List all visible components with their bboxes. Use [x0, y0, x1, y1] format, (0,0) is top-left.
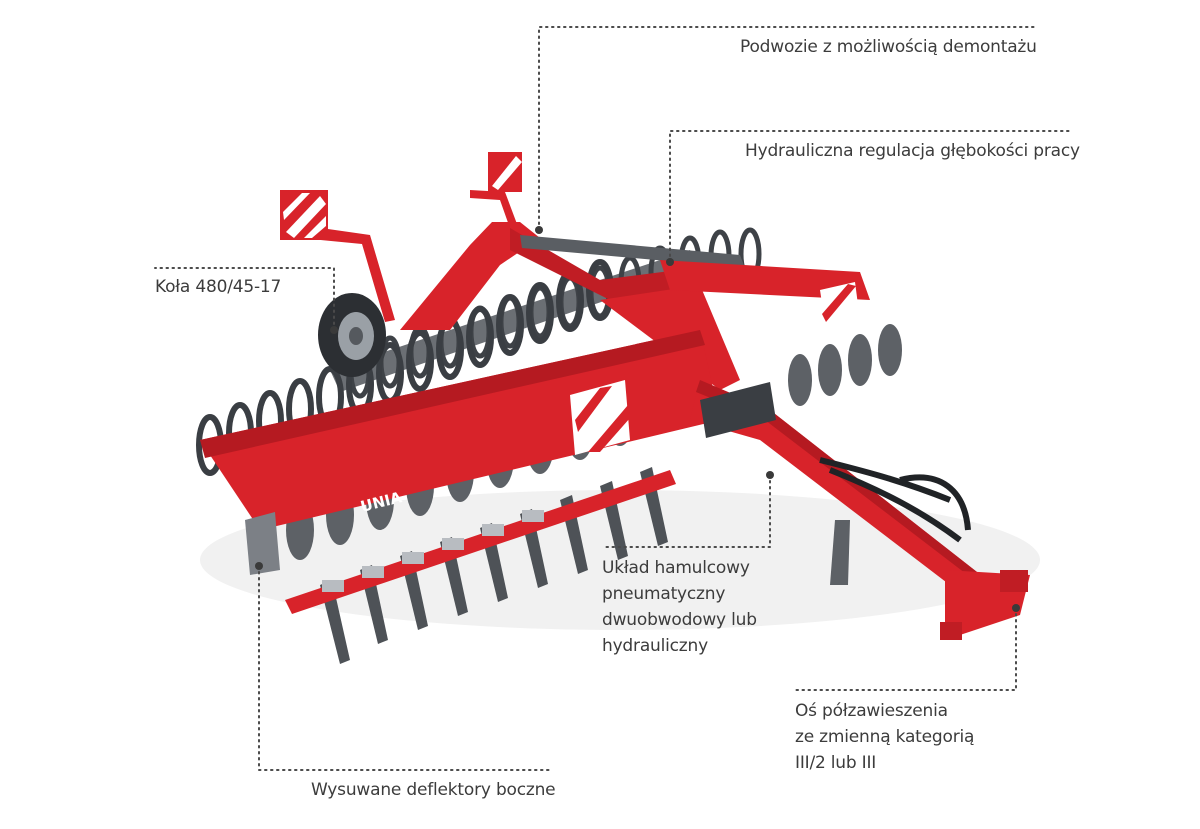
callout-hydraulic-depth: Hydrauliczna regulacja głębokości pracy [745, 141, 1080, 161]
side-deflector [245, 512, 280, 575]
callout-brakes: Układ hamulcowy pneumatyczny dwuobwodowy… [602, 555, 757, 659]
front-beam: UNIA [200, 282, 860, 530]
anchor-dot-deflectors [255, 562, 263, 570]
leader-deflectors [258, 565, 553, 771]
anchor-dot-wheels [330, 326, 338, 334]
callout-brakes-line: hydrauliczny [602, 636, 708, 656]
tine-clamps [322, 510, 544, 592]
anchor-dot-hydraulic-depth [666, 258, 674, 266]
callout-hitch-axle-line: ze zmienną kategorią [795, 727, 975, 747]
anchor-dot-hitch-axle [1012, 604, 1020, 612]
leader-brakes [601, 474, 771, 548]
anchor-dot-chassis [535, 226, 543, 234]
callout-brakes-line: dwuobwodowy lub [602, 610, 757, 630]
callout-chassis: Podwozie z możliwością demontażu [740, 37, 1037, 57]
callout-hitch-axle-line: III/2 lub III [795, 753, 877, 773]
rear-warning-boards [280, 152, 522, 322]
leader-hydraulic-depth [669, 130, 1071, 263]
transport-wheel [318, 293, 386, 377]
callout-hitch-axle: Oś półzawieszenia ze zmienną kategorią I… [795, 698, 974, 776]
callout-deflectors: Wysuwane deflektory boczne [311, 780, 556, 800]
leader-hitch-axle [794, 607, 1017, 691]
leader-wheels [154, 267, 335, 331]
callout-hitch-axle-line: Oś półzawieszenia [795, 701, 948, 721]
leader-chassis [538, 26, 1035, 231]
brake-cylinder [700, 382, 776, 438]
callout-wheels: Koła 480/45-17 [155, 277, 282, 297]
callout-brakes-line: Układ hamulcowy [602, 558, 750, 578]
callout-brakes-line: pneumatyczny [602, 584, 726, 604]
anchor-dot-brakes [766, 471, 774, 479]
